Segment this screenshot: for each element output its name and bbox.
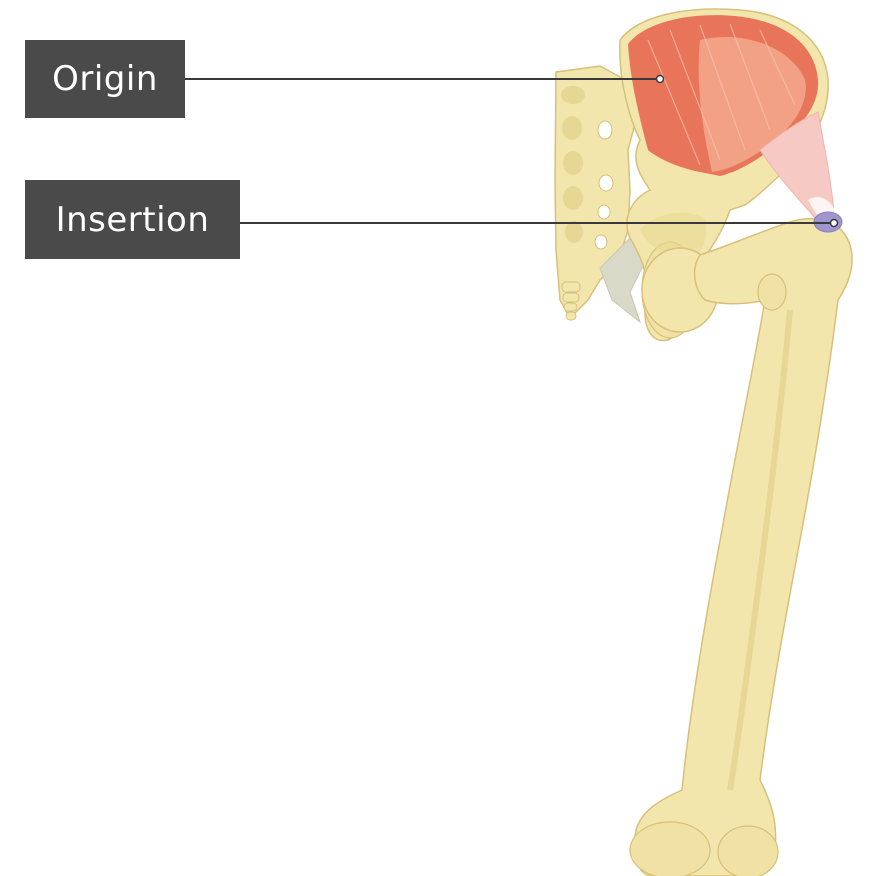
insertion-label-text: Insertion bbox=[55, 199, 210, 240]
insertion-leader-dot bbox=[829, 218, 839, 228]
origin-leader-dot bbox=[655, 74, 665, 84]
origin-label: Origin bbox=[25, 40, 185, 118]
femur bbox=[629, 218, 853, 876]
coccyx bbox=[561, 281, 581, 321]
gluteus-medius-tendon bbox=[759, 111, 835, 219]
gluteus-medius-muscle bbox=[628, 15, 819, 176]
origin-label-text: Origin bbox=[52, 59, 158, 99]
insertion-label: Insertion bbox=[25, 180, 240, 259]
